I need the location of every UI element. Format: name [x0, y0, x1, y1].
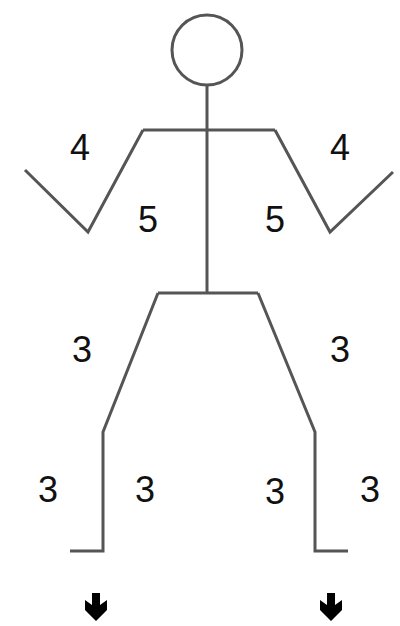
left-arm [25, 130, 143, 232]
left-leg [70, 293, 158, 551]
spine [206, 85, 209, 293]
right-arm [275, 130, 393, 232]
dimension-label: 5 [265, 202, 285, 238]
dimension-label: 3 [360, 472, 380, 508]
dimension-label: 4 [330, 130, 350, 166]
dimension-label: 3 [135, 472, 155, 508]
dimension-label: 3 [330, 332, 350, 368]
dimension-label: 3 [38, 472, 58, 508]
dimension-label: 3 [72, 332, 92, 368]
dimension-label: 4 [70, 130, 90, 166]
down-arrow [320, 593, 342, 621]
down-arrow [85, 593, 107, 621]
hips [158, 292, 258, 295]
shoulders [143, 129, 275, 132]
dimension-label: 5 [138, 202, 158, 238]
dimension-label: 3 [265, 474, 285, 510]
head [172, 15, 242, 85]
